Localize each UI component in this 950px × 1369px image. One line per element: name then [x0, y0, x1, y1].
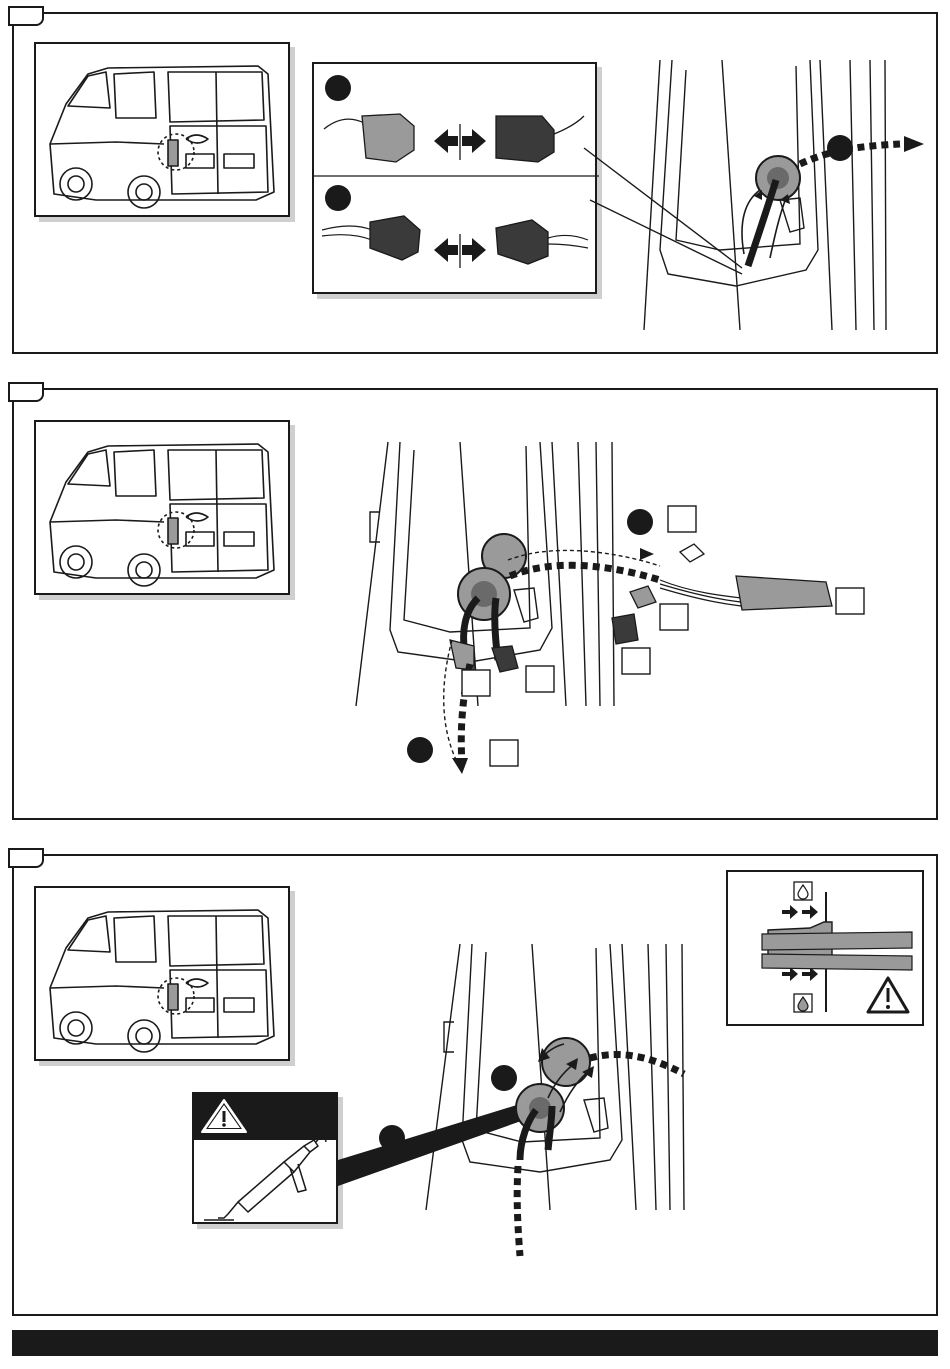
page-footer-bar — [12, 1330, 938, 1356]
seal-cross-section-illustration — [728, 872, 926, 1028]
arrow-right-icon — [782, 905, 798, 919]
van-rear-view-illustration — [36, 44, 292, 219]
callout-a-dot — [325, 75, 351, 101]
step-2-van-inset — [34, 420, 290, 595]
sealant-warning-inset — [192, 1092, 338, 1224]
step-1-number-tab — [8, 6, 44, 26]
step-1-van-inset — [34, 42, 290, 217]
sealant-gun-illustration — [194, 1094, 340, 1226]
sealant-gun-icon — [204, 1132, 326, 1220]
callout-b-dot — [325, 185, 351, 211]
connector-pair-illustration — [314, 64, 599, 296]
step-1-connector-inset — [312, 62, 597, 294]
arrow-right-icon — [802, 905, 818, 919]
van-rear-view-illustration — [36, 888, 292, 1063]
seal-detail-inset — [726, 870, 924, 1026]
van-rear-view-illustration — [36, 422, 292, 597]
step-2-number-tab — [8, 382, 44, 402]
arrow-right-icon — [782, 967, 798, 981]
step-3-number-tab — [8, 848, 44, 868]
step-3-van-inset — [34, 886, 290, 1061]
